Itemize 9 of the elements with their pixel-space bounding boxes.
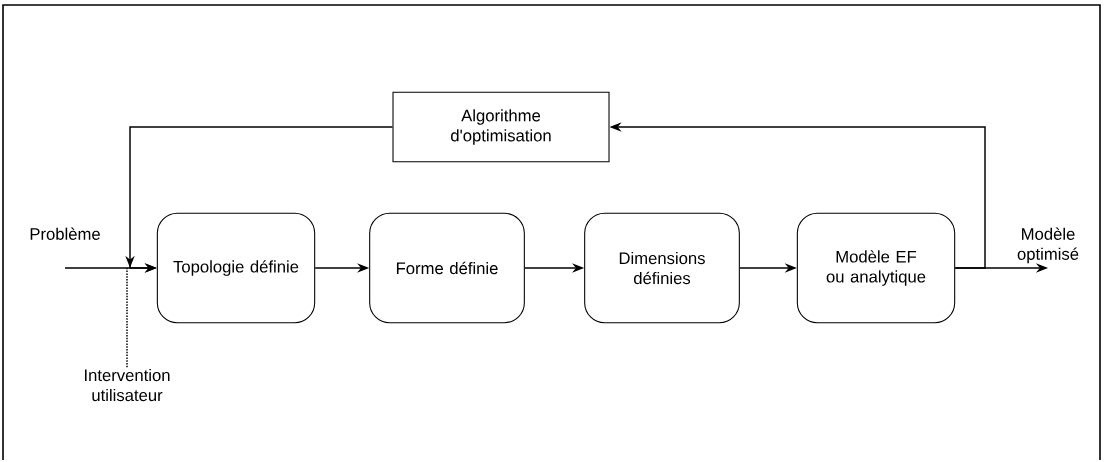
- process-box: Forme définie: [369, 212, 525, 324]
- text-label: Problème: [30, 227, 100, 240]
- leader-line: [126, 267, 128, 369]
- process-box: Modèle EF ou analytique: [796, 212, 956, 324]
- text-label: Intervention utilisateur: [85, 368, 170, 402]
- text-label: Modèle optimisé: [1017, 227, 1079, 264]
- process-box: Topologie définie: [156, 212, 316, 324]
- process-box: Dimensions définies: [584, 212, 740, 324]
- process-box: Algorithme d'optimisation: [392, 91, 610, 163]
